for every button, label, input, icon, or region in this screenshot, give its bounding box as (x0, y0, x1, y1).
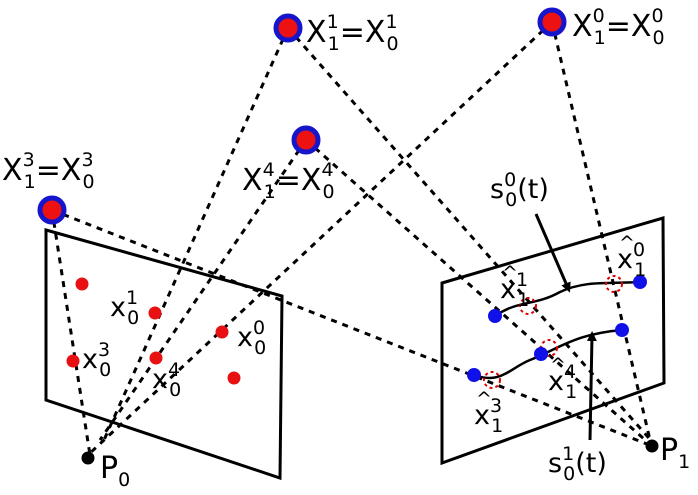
spline-top (494, 280, 641, 318)
world-point-x1 (273, 13, 303, 43)
left-point (215, 325, 229, 339)
ray-x1-to-p0 (102, 27, 290, 441)
projection-circle (483, 371, 501, 389)
world-point-x3 (37, 195, 67, 225)
world-point-x0 (537, 7, 567, 37)
projection-circle (605, 275, 623, 293)
ray-x1-to-p1 (286, 27, 657, 446)
ray-x4-to-p1 (305, 138, 653, 448)
left-point (148, 306, 162, 320)
arrow-s-bottom (586, 331, 597, 441)
right-point (615, 323, 629, 337)
ray-x3-to-p0 (50, 209, 92, 456)
left-image-points (66, 277, 241, 385)
left-image-plane (44, 228, 284, 481)
hat-h3: ^ (476, 388, 492, 410)
arrow-s-top (534, 213, 571, 293)
ray-x0-to-p0 (86, 20, 554, 457)
left-point (227, 371, 241, 385)
right-image-points (467, 275, 647, 382)
world-points (37, 7, 567, 225)
projection-rays (50, 20, 657, 457)
right-point (534, 347, 548, 361)
hat-h0: ^ (619, 232, 635, 254)
ray-x4-to-p0 (98, 139, 308, 441)
left-point (66, 354, 80, 368)
right-image-plane (440, 215, 666, 466)
projection-circle (519, 297, 537, 315)
label-camera-p1: P1 (660, 433, 690, 473)
right-point (488, 309, 502, 323)
hat-h1: ^ (502, 262, 518, 284)
ray-x3-to-p1 (51, 208, 653, 448)
camera-center-p1 (645, 439, 659, 453)
hat-h4: ^ (550, 354, 566, 376)
label-camera-p0: P0 (100, 451, 130, 491)
right-point (633, 275, 647, 289)
camera-center-p0 (81, 451, 95, 465)
left-point (149, 351, 163, 365)
world-point-x4 (291, 125, 321, 155)
left-point (75, 277, 89, 291)
right-point (467, 368, 481, 382)
